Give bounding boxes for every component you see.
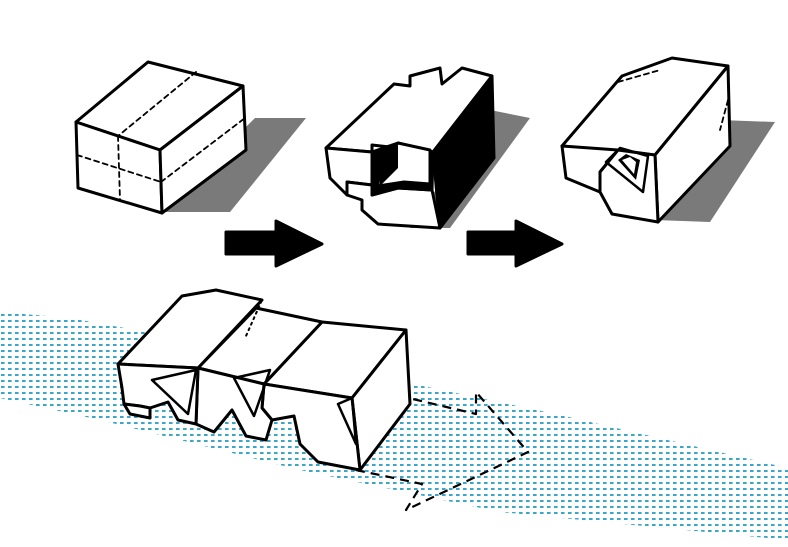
step-3-triangle-opening bbox=[604, 146, 650, 194]
volume-a-front bbox=[116, 362, 200, 426]
step-2-courtyard-shadow bbox=[378, 143, 398, 186]
step-3-dash-right bbox=[719, 99, 729, 131]
volume-a-lower-step bbox=[122, 402, 152, 420]
volume-a-dotted-seam bbox=[215, 289, 264, 337]
step-1-solid-box bbox=[74, 60, 306, 215]
volume-c-triangle bbox=[336, 396, 358, 446]
volume-b-triangle bbox=[232, 368, 272, 418]
step-3-triangle-opening-glass bbox=[622, 157, 636, 174]
step-3-shadow bbox=[655, 120, 775, 222]
arrow-step-2-to-3 bbox=[466, 219, 564, 268]
step-3-dash-top bbox=[617, 69, 661, 83]
volume-c-notch bbox=[298, 442, 320, 464]
step-1-dash-front-h bbox=[76, 154, 162, 183]
volume-b-front bbox=[194, 366, 274, 442]
step-2-carved-box bbox=[324, 66, 530, 230]
result-linked-volumes bbox=[116, 288, 530, 512]
step-1-right-face bbox=[158, 84, 248, 215]
step-1-dash-front-v bbox=[117, 135, 121, 201]
step-1-dash-right-h bbox=[160, 117, 246, 183]
arrow-step-1-to-2 bbox=[224, 219, 324, 268]
step-2-top-face bbox=[324, 66, 494, 154]
volume-a-triangle bbox=[150, 368, 198, 416]
step-3-faceted-box bbox=[560, 56, 775, 224]
flow-arrow-dashed bbox=[355, 390, 530, 512]
step-1-dash-top bbox=[117, 71, 197, 137]
volume-b-dotted-seam bbox=[255, 307, 323, 323]
step-2-right-dark-face bbox=[431, 74, 496, 230]
step-3-dash-front bbox=[599, 191, 613, 215]
